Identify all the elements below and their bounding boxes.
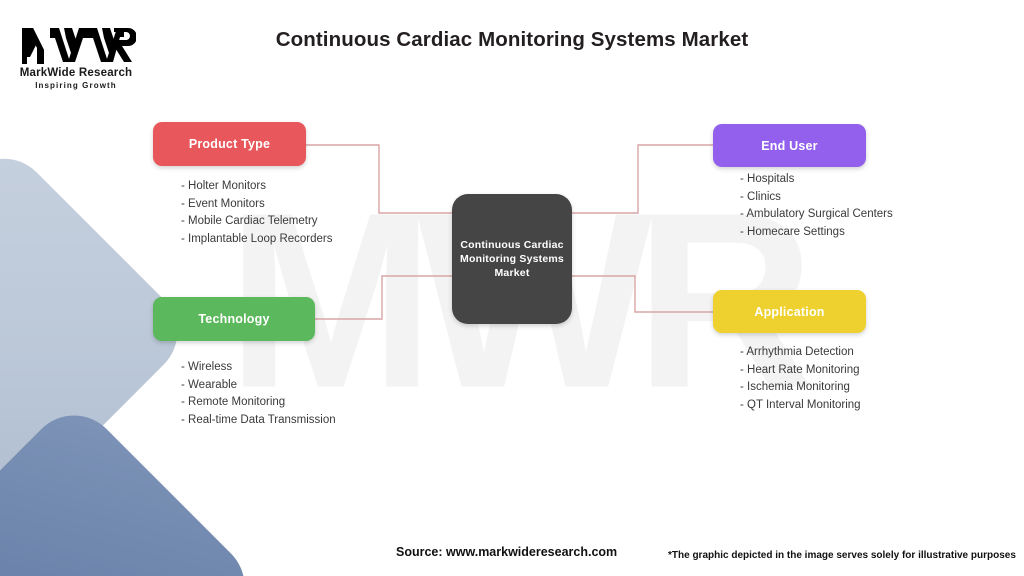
connector-application (572, 275, 713, 313)
logo-tagline: Inspiring Growth (35, 81, 117, 90)
branch-label-technology: Technology (198, 312, 270, 326)
item-list-product-type: - Holter Monitors - Event Monitors - Mob… (181, 178, 333, 248)
branch-node-application[interactable]: Application (713, 290, 866, 333)
list-item: - Wearable (181, 378, 238, 391)
center-node-line-2: Monitoring Systems (460, 252, 564, 265)
list-item: - Ischemia Monitoring (740, 381, 850, 393)
list-item: - QT Interval Monitoring (740, 398, 861, 411)
list-item: - Wireless (181, 361, 233, 373)
item-list-technology: - Wireless - Wearable - Remote Monitorin… (181, 359, 336, 429)
branch-label-end-user: End User (761, 138, 818, 153)
list-item: - Clinics (740, 190, 781, 203)
list-item: - Implantable Loop Recorders (181, 232, 333, 245)
page-title: Continuous Cardiac Monitoring Systems Ma… (275, 28, 749, 51)
mwr-logo-icon (22, 28, 136, 64)
branch-label-application: Application (754, 304, 825, 319)
item-list-end-user: - Hospitals - Clinics - Ambulatory Surgi… (740, 171, 893, 241)
brand-logo: MarkWide Research Inspiring Growth (16, 24, 136, 90)
connector-product-type (306, 144, 452, 214)
footer-source: Source: www.markwideresearch.com (396, 545, 618, 559)
branch-node-product-type[interactable]: Product Type (153, 122, 306, 166)
list-item: - Homecare Settings (740, 225, 845, 238)
list-item: - Ambulatory Surgical Centers (740, 208, 893, 220)
center-node-line-1: Continuous Cardiac (460, 238, 564, 251)
footer-disclaimer: *The graphic depicted in the image serve… (668, 550, 1016, 561)
center-node-line-3: Market (494, 267, 530, 280)
list-item: - Holter Monitors (181, 180, 266, 192)
connector-technology (315, 275, 452, 320)
item-list-application: - Arrhythmia Detection - Heart Rate Moni… (740, 344, 861, 414)
list-item: - Remote Monitoring (181, 396, 286, 408)
connector-end-user (572, 144, 713, 214)
list-item: - Mobile Cardiac Telemetry (181, 215, 318, 227)
branch-label-product-type: Product Type (188, 137, 271, 151)
logo-company-name: MarkWide Research (19, 67, 133, 79)
list-item: - Heart Rate Monitoring (740, 363, 860, 376)
list-item: - Hospitals (740, 173, 795, 185)
branch-node-technology[interactable]: Technology (153, 297, 315, 341)
list-item: - Arrhythmia Detection (740, 346, 854, 358)
center-node[interactable]: Continuous Cardiac Monitoring Systems Ma… (452, 194, 572, 324)
branch-node-end-user[interactable]: End User (713, 124, 866, 167)
list-item: - Event Monitors (181, 197, 265, 210)
list-item: - Real-time Data Transmission (181, 413, 336, 426)
